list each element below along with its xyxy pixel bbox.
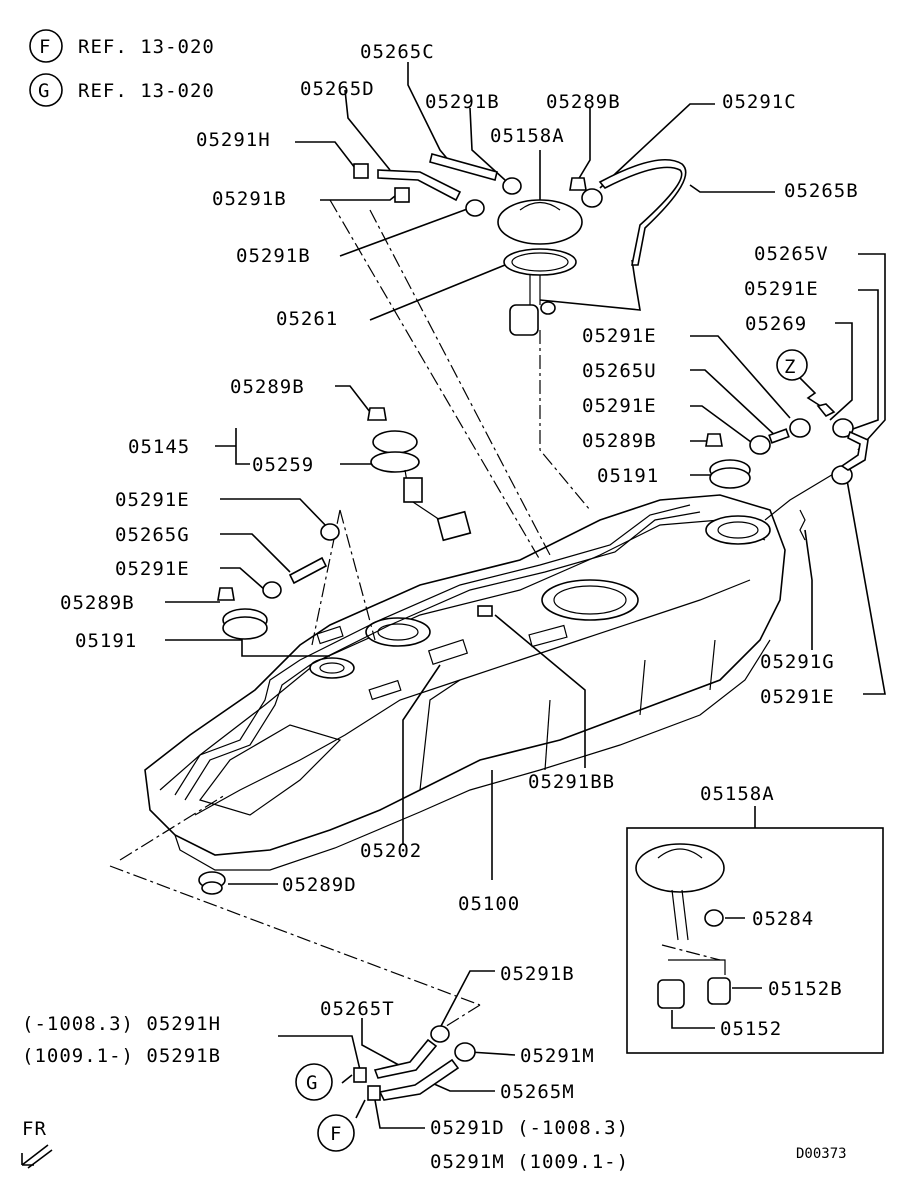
parts-left — [217, 407, 472, 640]
label-05265v: 05265V — [754, 243, 829, 265]
label-05289d: 05289D — [282, 874, 357, 896]
label-05291e-r4: 05291E — [760, 686, 835, 708]
front-arrow-icon — [21, 1144, 53, 1169]
label-05289b-top: 05289B — [546, 91, 621, 113]
label-05291h: 05291H — [196, 129, 271, 151]
part-labels: 05265C 05265D 05291B 05289B 05291C 05291… — [22, 41, 859, 1173]
label-05289b-r: 05289B — [582, 430, 657, 452]
ref-letter-g: G — [38, 80, 50, 102]
label-05152: 05152 — [720, 1018, 782, 1040]
label-05291b-top: 05291B — [425, 91, 500, 113]
label-05191-r: 05191 — [597, 465, 659, 487]
label-05265b: 05265B — [784, 180, 859, 202]
label-05202: 05202 — [360, 840, 422, 862]
leader-lines — [109, 62, 886, 1129]
label-g-bot: G — [306, 1072, 318, 1094]
label-05291h-bot: (-1008.3) 05291H — [22, 1013, 221, 1035]
label-05291b-a: 05291B — [212, 188, 287, 210]
label-05269: 05269 — [745, 313, 807, 335]
label-05291e-l1: 05291E — [115, 489, 190, 511]
ref-text-f: REF. 13-020 — [78, 36, 215, 58]
label-05265u: 05265U — [582, 360, 657, 382]
bottom-hose-group — [295, 1025, 476, 1152]
label-05259: 05259 — [252, 454, 314, 476]
label-05265d: 05265D — [300, 78, 375, 100]
label-05265g: 05265G — [115, 524, 190, 546]
diagram-code: D00373 — [796, 1146, 847, 1162]
label-05152b: 05152B — [768, 978, 843, 1000]
label-05284: 05284 — [752, 908, 814, 930]
label-05191-l: 05191 — [75, 630, 137, 652]
parts-right — [705, 403, 869, 541]
label-05291b-bot: 05291B — [500, 963, 575, 985]
label-05291b-b: 05291B — [236, 245, 311, 267]
label-05291m-bot: 05291M (1009.1-) — [430, 1151, 629, 1173]
label-05291b-bot2: (1009.1-) 05291B — [22, 1045, 221, 1067]
label-05265m: 05265M — [500, 1081, 575, 1103]
label-05265t: 05265T — [320, 998, 395, 1020]
label-05291e-r2: 05291E — [582, 325, 657, 347]
label-05261: 05261 — [276, 308, 338, 330]
label-05158a-box: 05158A — [700, 783, 775, 805]
label-05289b-l2: 05289B — [60, 592, 135, 614]
front-label: FR — [22, 1118, 47, 1140]
label-05291c: 05291C — [722, 91, 797, 113]
ref-letter-f: F — [39, 36, 51, 58]
parts-top — [353, 153, 687, 336]
label-05291e-r3: 05291E — [582, 395, 657, 417]
label-z: Z — [784, 356, 796, 378]
label-05265c: 05265C — [360, 41, 435, 63]
label-05291d: 05291D (-1008.3) — [430, 1117, 629, 1139]
inset-box-05158a — [626, 827, 884, 1054]
label-05289b-l: 05289B — [230, 376, 305, 398]
grommet-05289d — [198, 871, 226, 895]
label-05291g: 05291G — [760, 651, 835, 673]
label-05100: 05100 — [458, 893, 520, 915]
ref-legend: F REF. 13-020 G REF. 13-020 — [29, 29, 215, 107]
label-05291e-r1: 05291E — [744, 278, 819, 300]
ref-text-g: REF. 13-020 — [78, 80, 215, 102]
label-05158a: 05158A — [490, 125, 565, 147]
fuel-tank — [144, 494, 786, 871]
label-05145: 05145 — [128, 436, 190, 458]
label-05291e-l2: 05291E — [115, 558, 190, 580]
label-05291m: 05291M — [520, 1045, 595, 1067]
label-f-bot: F — [330, 1123, 342, 1145]
label-05291bb: 05291BB — [528, 771, 615, 793]
